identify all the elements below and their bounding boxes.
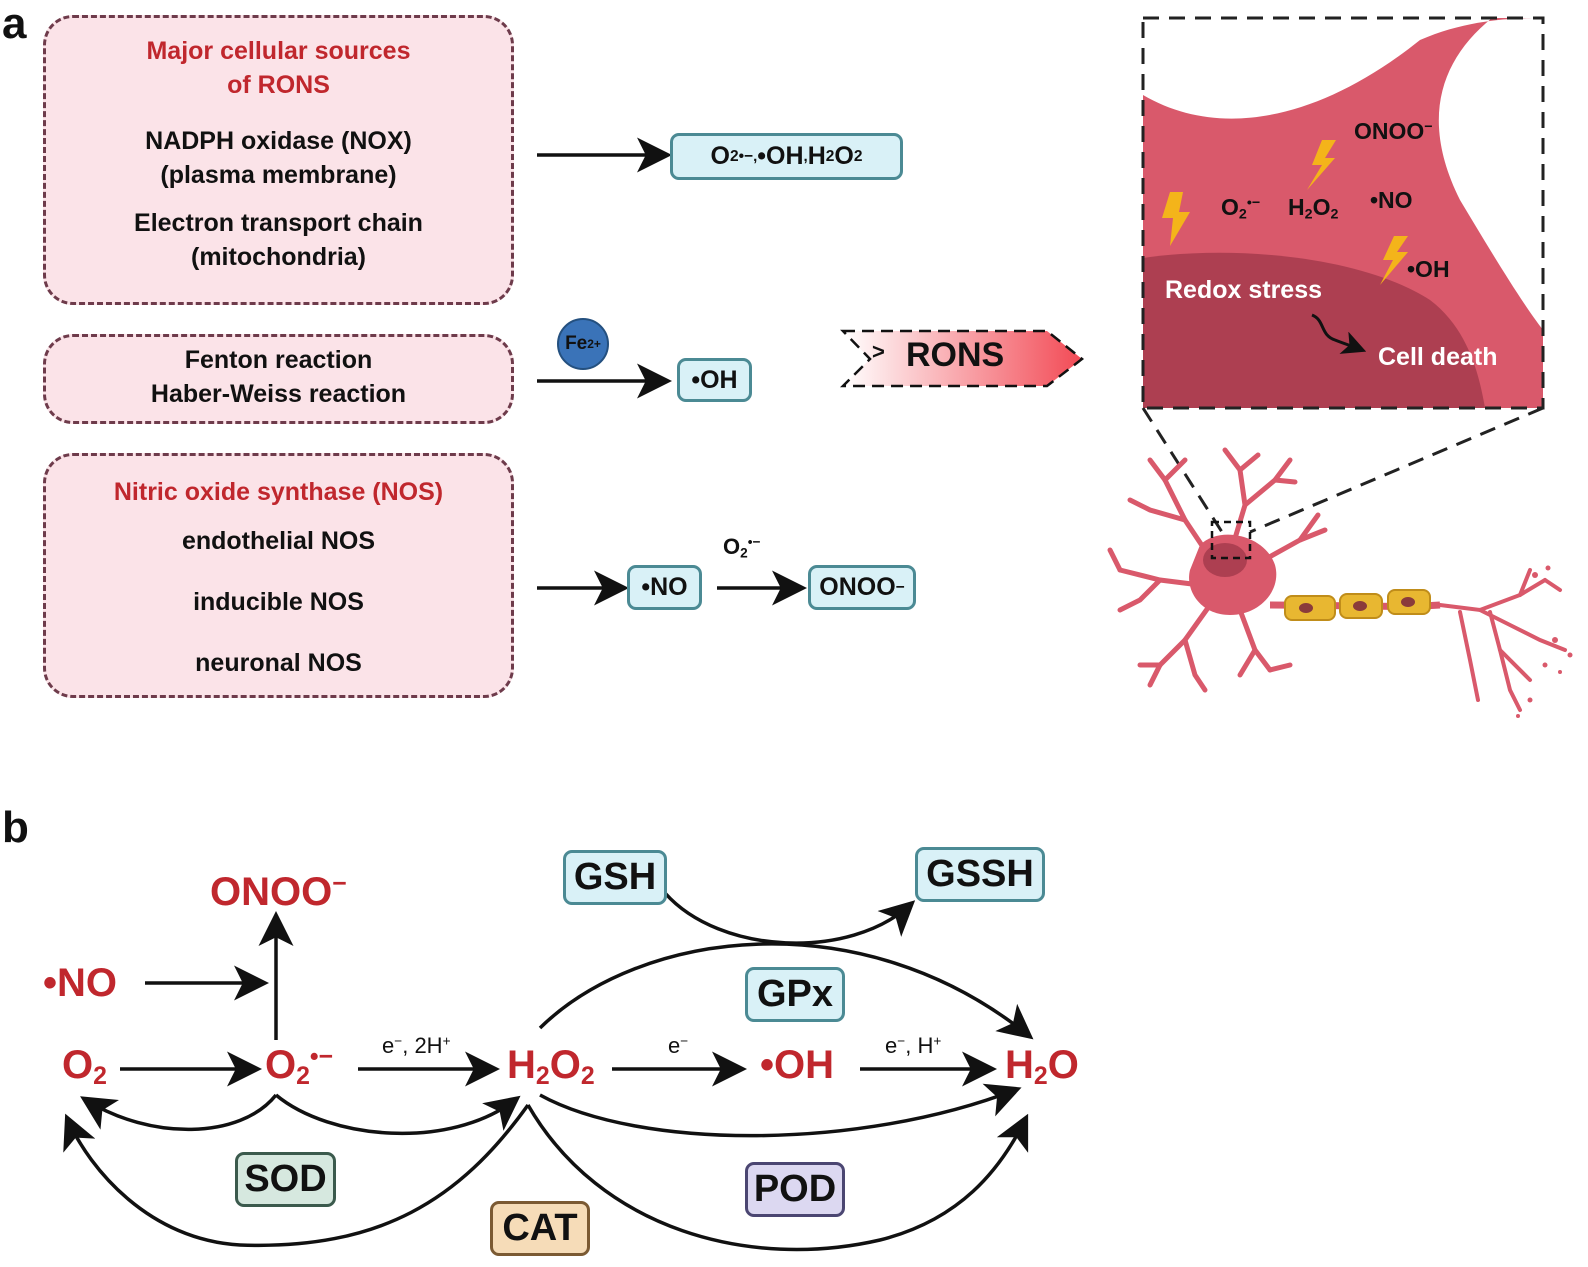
b-superoxide: O2•− [265,1043,334,1091]
b-hydrogen-peroxide: H2O2 [507,1043,595,1091]
zoom-onoo: ONOO− [1354,118,1433,144]
b-condition-step3: e−, H+ [885,1033,942,1058]
enzyme-sod: SOD [235,1152,336,1207]
sources-title-line1: Major cellular sources [146,37,411,65]
zoom-redox-stress: Redox stress [1165,276,1323,304]
product-no: •NO [627,565,702,610]
fenton-box: Fenton reaction Haber-Weiss reaction [43,334,514,424]
lightning-bolt-icon [1380,236,1408,285]
nos-item-neuronal: neuronal NOS [195,649,362,677]
zoom-cell-illustration [1143,18,1543,408]
zoom-superoxide: O2•− [1221,194,1261,223]
rons-label: RONS [906,336,1005,374]
panel-letter-a: a [2,0,27,48]
nos-title: Nitric oxide synthase (NOS) [113,478,444,506]
b-nitric-oxide: •NO [43,961,118,1005]
zoom-frame [1141,16,1545,410]
b-water: H2O [1005,1043,1079,1091]
b-oxygen: O2 [62,1043,107,1091]
panel-letter-b: b [2,803,29,852]
rons-arrow-shape [839,329,1085,388]
nox-line1: NADPH oxidase (NOX) [145,127,412,155]
etc-line1: Electron transport chain [134,209,423,237]
product-onoo: ONOO− [808,565,916,610]
zoom-cell-death: Cell death [1378,343,1498,371]
product-oh: •OH [677,358,752,402]
zoom-oh: •OH [1407,256,1450,282]
sources-title-line2: of RONS [227,71,330,99]
rons-chevron: > [872,339,885,364]
enzyme-gsh: GSH [563,850,667,905]
enzyme-gpx: GPx [745,967,845,1022]
lightning-bolt-icon [1307,140,1336,190]
zoom-no: •NO [1370,187,1413,213]
fenton-line1: Fenton reaction [184,346,373,374]
sources-box: Major cellular sources of RONS NADPH oxi… [43,15,514,305]
nos-item-inducible: inducible NOS [193,588,364,616]
b-peroxynitrite: ONOO− [210,870,347,914]
neuron-illustration [1107,447,1573,718]
nos-box: Nitric oxide synthase (NOS) endothelial … [43,453,514,698]
enzyme-pod: POD [745,1162,845,1217]
lightning-bolt-icon [1162,192,1190,246]
zoom-h2o2: H2O2 [1288,194,1339,223]
nos-item-endothelial: endothelial NOS [181,527,376,555]
etc-line2: (mitochondria) [191,243,366,271]
superoxide-over-arrow: O2•− [723,534,761,561]
b-hydroxyl-radical: •OH [760,1043,835,1087]
enzyme-cat: CAT [490,1201,590,1256]
b-condition-step2: e− [668,1033,689,1058]
enzyme-gssh: GSSH [915,847,1045,902]
nox-line2: (plasma membrane) [160,161,397,189]
fenton-line2: Haber-Weiss reaction [150,380,407,408]
b-condition-step1: e−, 2H+ [382,1033,451,1058]
